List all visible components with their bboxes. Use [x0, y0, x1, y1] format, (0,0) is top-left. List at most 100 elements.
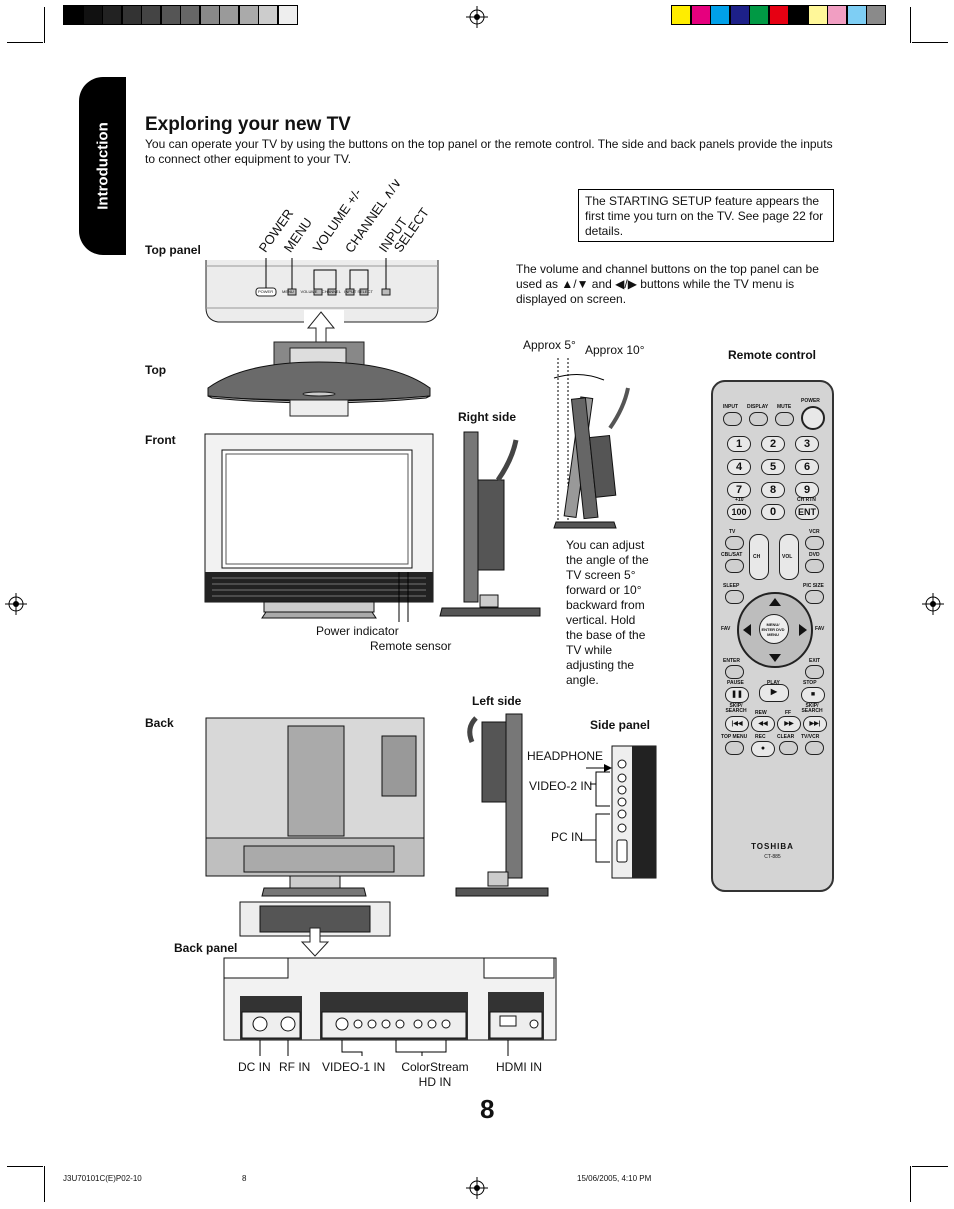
- rew-button[interactable]: ◀◀: [751, 716, 775, 732]
- crop-mark: [912, 42, 948, 43]
- page-title: Exploring your new TV: [145, 114, 351, 135]
- color-swatch: [749, 5, 769, 25]
- pause-button[interactable]: ❚❚: [725, 687, 749, 703]
- enter-label: ENTER: [723, 658, 740, 664]
- stop-label: STOP: [803, 680, 817, 686]
- color-swatch: [846, 5, 867, 25]
- footer-date: 15/06/2005, 4:10 PM: [577, 1174, 652, 1183]
- tv-left-side-view: [455, 713, 549, 897]
- top-panel-lines: [265, 258, 387, 289]
- color-swatch: [141, 5, 161, 25]
- mute-button[interactable]: [775, 412, 794, 426]
- tv-label: TV: [729, 529, 736, 535]
- color-swatch: [199, 5, 220, 25]
- gray-scale-bar: [63, 0, 298, 30]
- remote-brand: TOSHIBA: [751, 842, 794, 851]
- vcr-button[interactable]: [805, 536, 824, 550]
- color-swatch: [866, 5, 886, 25]
- registration-target-icon: [922, 593, 944, 615]
- remote-sensor-label: Remote sensor: [370, 639, 452, 653]
- dvd-label: DVD: [809, 552, 820, 558]
- video2-label: VIDEO-2 IN: [529, 779, 593, 793]
- sleep-label: SLEEP: [723, 583, 740, 589]
- skip-back-button[interactable]: |◀◀: [725, 716, 749, 732]
- menu-enter-button[interactable]: [759, 614, 789, 644]
- digit-8-button[interactable]: 8: [761, 482, 785, 498]
- color-swatch: [102, 5, 122, 25]
- digit-7-button[interactable]: 7: [727, 482, 751, 498]
- top-panel-diagram: [205, 258, 439, 326]
- back-panel-label: Back panel: [174, 941, 238, 955]
- dcin-label: DC IN: [238, 1060, 271, 1074]
- color-swatch: [219, 5, 239, 25]
- rec-button[interactable]: ●: [751, 741, 775, 757]
- cblsat-button[interactable]: [725, 559, 744, 573]
- enter-button[interactable]: [725, 665, 744, 679]
- input-button[interactable]: [723, 412, 742, 426]
- color-swatch: [671, 5, 691, 25]
- tvvcr-button[interactable]: [805, 741, 824, 755]
- panel-text: POWER MENU VOLUME CHANNEL INPUT SELECT: [258, 289, 373, 294]
- plus10-label: +10: [735, 497, 744, 503]
- fav-label-right: FAV: [815, 626, 825, 632]
- nav-arrows-icon: [743, 598, 807, 662]
- ff-button[interactable]: ▶▶: [777, 716, 801, 732]
- color-swatch: [827, 5, 847, 25]
- remote-control-label: Remote control: [728, 348, 817, 362]
- sleep-button[interactable]: [725, 590, 744, 604]
- clear-button[interactable]: [779, 741, 798, 755]
- digit-9-button[interactable]: 9: [795, 482, 819, 498]
- crop-mark: [910, 1166, 911, 1202]
- colorstream-label: ColorStream HD IN: [401, 1060, 469, 1089]
- digit-4-button[interactable]: 4: [727, 459, 751, 475]
- left-side-label: Left side: [472, 694, 522, 708]
- digit-2-button[interactable]: 2: [761, 436, 785, 452]
- footer-page: 8: [242, 1174, 247, 1183]
- play-label: PLAY: [767, 680, 780, 686]
- tilt-backward-label: Approx 10°: [585, 343, 645, 357]
- vcr-label: VCR: [809, 529, 820, 535]
- input-label: INPUT: [723, 404, 738, 410]
- registration-target-icon: [5, 593, 27, 615]
- power-button[interactable]: [801, 406, 825, 430]
- volume-rocker[interactable]: [779, 534, 799, 580]
- remote-model: CT-885: [764, 854, 781, 860]
- skip-back-label: SKIP/ SEARCH: [725, 703, 747, 714]
- digit-3-button[interactable]: 3: [795, 436, 819, 452]
- tvvcr-label: TV/VCR: [801, 734, 820, 740]
- back-panel-diagram: [223, 957, 557, 1056]
- picsize-label: PIC SIZE: [803, 583, 824, 589]
- color-swatch: [768, 5, 789, 25]
- ent-button[interactable]: ENT: [795, 504, 819, 520]
- stop-button[interactable]: ■: [801, 687, 825, 703]
- dvd-button[interactable]: [805, 559, 824, 573]
- picsize-button[interactable]: [805, 590, 824, 604]
- tv-front-view: [204, 433, 434, 622]
- channel-rocker[interactable]: [749, 534, 769, 580]
- rfin-label: RF IN: [279, 1060, 311, 1074]
- color-swatch: [710, 5, 730, 25]
- crop-mark: [7, 1166, 43, 1167]
- power-label: POWER: [801, 398, 820, 404]
- digit-100-button[interactable]: 100: [727, 504, 751, 520]
- crop-mark: [44, 1166, 45, 1202]
- digit-1-button[interactable]: 1: [727, 436, 751, 452]
- ff-label: FF: [785, 710, 792, 716]
- digit-0-button[interactable]: 0: [761, 504, 785, 520]
- tv-button[interactable]: [725, 536, 744, 550]
- skip-forward-button[interactable]: ▶▶|: [803, 716, 827, 732]
- play-button[interactable]: ▶: [759, 684, 789, 702]
- vol-label: VOL: [782, 554, 793, 560]
- topmenu-button[interactable]: [725, 741, 744, 755]
- fav-label-left: FAV: [721, 626, 731, 632]
- headphone-label: HEADPHONE: [527, 749, 604, 763]
- video1-label: VIDEO-1 IN: [322, 1060, 386, 1074]
- cblsat-label: CBL/SAT: [721, 552, 743, 558]
- exit-button[interactable]: [805, 665, 824, 679]
- tilt-forward-label: Approx 5°: [523, 338, 576, 352]
- tv-right-side-view: [439, 431, 541, 617]
- section-tab: Introduction: [79, 77, 126, 255]
- digit-5-button[interactable]: 5: [761, 459, 785, 475]
- display-button[interactable]: [749, 412, 768, 426]
- digit-6-button[interactable]: 6: [795, 459, 819, 475]
